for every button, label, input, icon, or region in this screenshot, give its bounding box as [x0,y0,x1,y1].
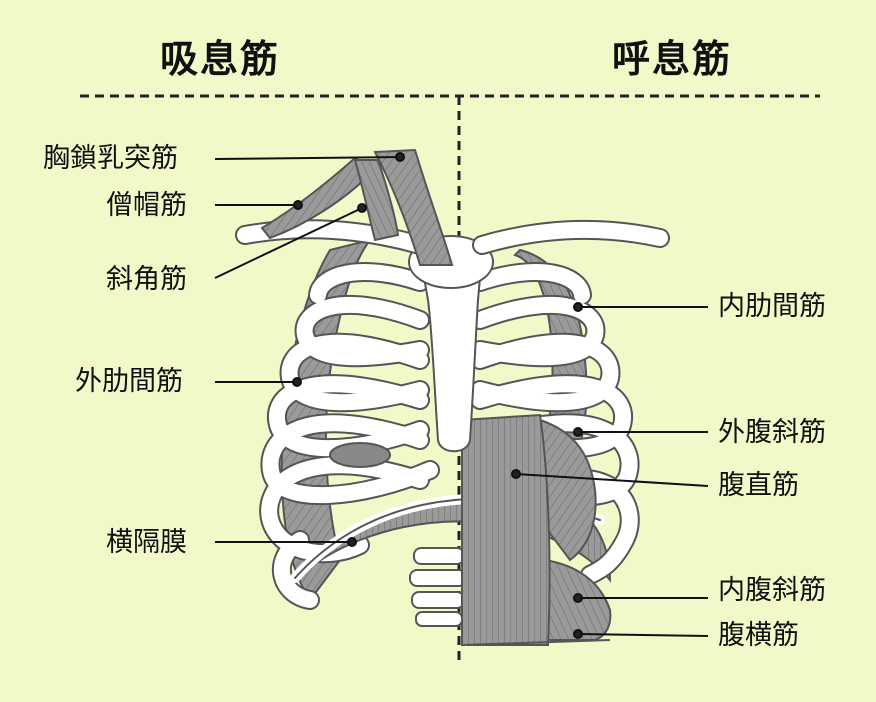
leader-lines [214,152,709,639]
label-external-oblique: 外腹斜筋 [718,417,826,448]
scalene-muscle [353,159,400,242]
rectus-abdominis-muscle [461,413,551,646]
label-internal-intercostal: 内肋間筋 [718,291,826,322]
vertebrae [409,547,467,627]
label-rectus-abdominis: 腹直筋 [718,470,799,501]
sternocleidomastoid-muscle [373,148,454,266]
label-external-intercostal: 外肋間筋 [75,366,183,397]
label-transversus-abdominis: 腹横筋 [718,620,799,651]
label-trapezius: 僧帽筋 [106,190,187,221]
external-oblique-muscle [539,418,597,562]
left-ribs [259,262,440,610]
clavicles [235,219,670,255]
label-sternocleidomastoid: 胸鎖乳突筋 [43,143,178,174]
label-internal-oblique: 内腹斜筋 [718,575,826,606]
label-diaphragm: 横隔膜 [106,527,187,558]
inspiratory-muscles-header: 吸息筋 [160,37,281,81]
label-scalene: 斜角筋 [106,264,187,295]
expiratory-muscles-header: 呼息筋 [612,37,733,81]
